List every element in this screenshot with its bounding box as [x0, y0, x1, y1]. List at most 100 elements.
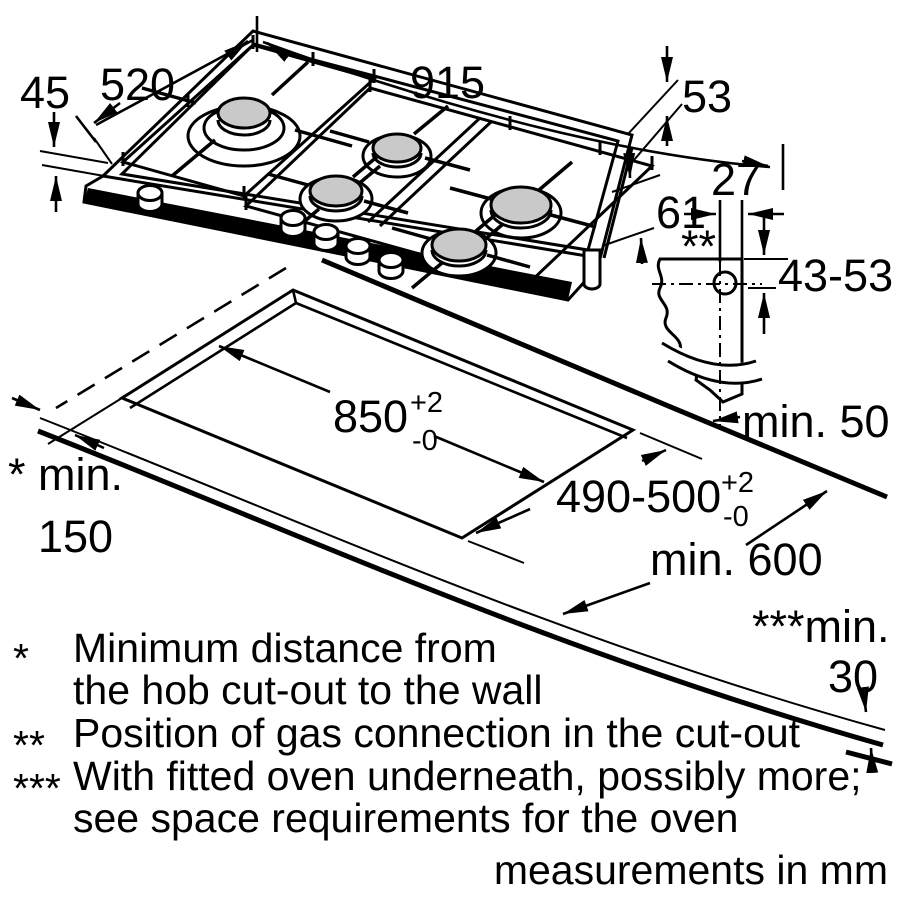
worktop-illustration: [37, 257, 893, 767]
units-note: measurements in mm: [494, 847, 888, 893]
footnote-3-marker: ***: [13, 765, 61, 811]
worktop-front-bottom-edge: [37, 428, 884, 748]
wok-burner-cap: [216, 96, 272, 130]
dim-hob-depth: 520: [100, 59, 175, 110]
cutout: [118, 288, 637, 540]
dim-ext-line: [47, 397, 123, 445]
burner-cap: [371, 132, 423, 164]
dim-arrow: [475, 507, 531, 535]
control-knobs: [136, 184, 405, 280]
knob: [312, 223, 340, 252]
dim-line-915: [262, 40, 771, 169]
footnote-1-marker: *: [13, 635, 29, 681]
gas-bracket-detail: [652, 257, 764, 430]
dim-cutout-width: 850: [333, 391, 408, 442]
dim-tick: [74, 115, 98, 143]
dim-arrow: [562, 581, 651, 616]
cutout-depth-tick: [291, 289, 298, 304]
dim-hob-width: 915: [410, 57, 485, 108]
dim-gas-depth-range: 43-53: [778, 250, 893, 301]
dim-arrow: [623, 147, 636, 179]
burner-cap: [430, 227, 488, 263]
gas-inlet-pipe: [582, 248, 602, 291]
knob: [344, 237, 372, 266]
burner-cap: [308, 174, 364, 208]
dim-arrow: [712, 411, 741, 424]
burner-cap: [489, 185, 553, 225]
cutout-inner-back-edge: [295, 301, 628, 440]
grate-prongs: [141, 60, 597, 290]
dimension-annotations: 520 915 45 53 61 27 ** 43-5: [8, 16, 893, 774]
section-break-gap: [660, 342, 764, 384]
footnote-3-line-2: see space requirements for the oven: [73, 795, 739, 841]
dim-ext-line: [601, 227, 655, 247]
dim-line-520: [95, 38, 254, 127]
dim-cutout-width-tol-plus: +2: [410, 387, 443, 419]
dim-arrow: [93, 101, 121, 125]
burner-cap-skirt: [430, 249, 488, 268]
burner-caps: [216, 96, 553, 268]
dim-hob-front-height: 45: [20, 67, 70, 118]
grate-prong: [412, 104, 450, 136]
burner-cap-skirt: [308, 195, 364, 213]
grate-prong: [267, 172, 309, 187]
grate-prong: [363, 199, 409, 215]
dim-ext-line: [611, 174, 661, 193]
clearance-wall-value: 150: [38, 511, 113, 562]
footnote-1-line-1: Minimum distance from: [73, 625, 497, 671]
knob: [136, 184, 164, 213]
grate-divider: [378, 119, 494, 228]
dim-ext-line: [41, 164, 111, 178]
dim-arrow: [866, 747, 879, 774]
clearance-oven-prefix: ***min.: [752, 601, 890, 652]
clearance-side: min. 50: [742, 396, 890, 447]
dim-ext-line: [93, 137, 113, 165]
grate-prong: [486, 253, 531, 269]
grate-prong: [449, 186, 492, 201]
section-break-line: [661, 341, 757, 367]
clearance-wall-prefix: * min.: [8, 449, 123, 500]
knob: [377, 251, 405, 280]
cutout-inner-left-edge: [129, 301, 297, 410]
grate-prong: [170, 138, 217, 178]
footnote-1-line-2: the hob cut-out to the wall: [73, 667, 543, 713]
dim-hob-edge-height: 53: [682, 71, 732, 122]
grate-prong: [410, 261, 444, 290]
dim-arrow: [11, 394, 41, 412]
grate-prong: [550, 213, 597, 229]
dim-ext-line: [467, 540, 525, 564]
dim-arrow: [640, 448, 667, 466]
dim-cutout-depth-tol-plus: +2: [721, 467, 754, 499]
footnote-3-line-1: With fitted oven underneath, possibly mo…: [73, 753, 862, 799]
dim-cutout-width-tol-minus: -0: [412, 425, 438, 457]
grate-prong: [537, 160, 574, 192]
footnote-2-marker: **: [13, 722, 45, 768]
grate-prong: [329, 129, 370, 144]
clearance-oven-value: 30: [828, 651, 878, 702]
wok-cap-skirt: [216, 119, 272, 137]
burner-cap-skirt: [371, 152, 423, 169]
dim-arrow: [218, 344, 331, 394]
dim-ext-line: [633, 103, 683, 161]
clearance-front: min. 600: [650, 534, 823, 585]
grate-prong: [391, 226, 432, 241]
worktop-back-edge: [321, 257, 888, 500]
burner-cap-skirt: [489, 209, 553, 230]
gas-connection-marker: **: [681, 221, 716, 272]
dim-arrow: [856, 686, 869, 713]
worktop-front-top-edge: [39, 417, 886, 731]
dim-gas-offset: 27: [711, 154, 761, 205]
grate-prong: [270, 60, 310, 97]
dim-arrow: [745, 489, 828, 547]
dim-cutout-depth: 490-500: [556, 471, 721, 522]
hob-glass-rim: [118, 42, 620, 252]
dim-cutout-depth-tol-minus: -0: [723, 501, 749, 533]
cutout-opening: [118, 288, 637, 540]
grate-prong: [294, 128, 353, 148]
dim-ext-line: [39, 150, 109, 164]
dim-arrow: [635, 237, 648, 265]
grate-prong: [424, 156, 471, 172]
dim-arrow: [741, 155, 769, 168]
